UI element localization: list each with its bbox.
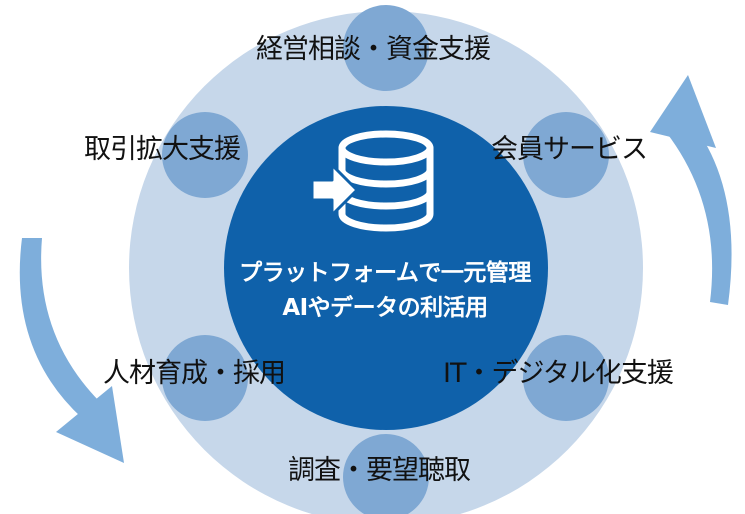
center-subtitle: AIやデータの利活用 <box>282 295 488 321</box>
node-circle-consult <box>343 5 429 91</box>
cycle-arrow-up-icon <box>650 75 732 305</box>
import-arrow-icon <box>310 163 359 217</box>
node-circle-trade <box>162 112 248 198</box>
service-label-members: 会員サービス <box>491 134 648 165</box>
service-label-trade: 取引拡大支援 <box>84 134 241 165</box>
cycle-arrow-down-icon <box>19 238 124 463</box>
node-circle-talent <box>162 335 248 421</box>
service-label-consult: 経営相談・資金支援 <box>256 34 491 65</box>
center-circle <box>224 106 548 430</box>
service-label-talent: 人材育成・採用 <box>103 358 286 389</box>
center-title: プラットフォームで一元管理 <box>239 260 531 286</box>
service-label-it: IT・デジタル化支援 <box>443 358 674 389</box>
node-circle-it <box>523 335 609 421</box>
node-circle-survey <box>343 434 429 514</box>
node-circle-members <box>523 112 609 198</box>
service-label-survey: 調査・要望聴取 <box>288 455 471 486</box>
